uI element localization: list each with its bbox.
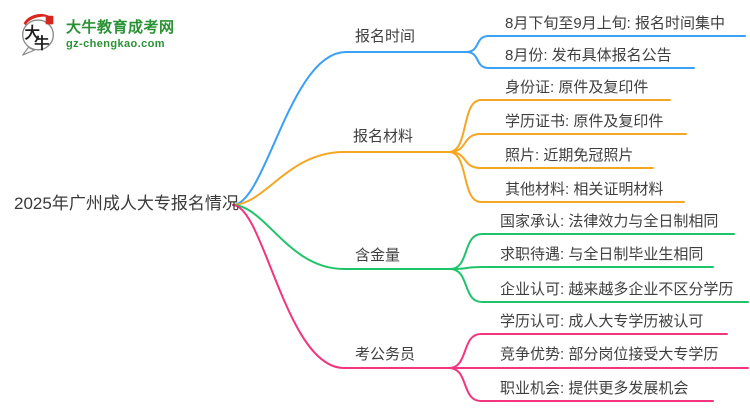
branch-2-leaf-1-line [449,266,714,270]
leaf-label-0-1: 8月份: 发布具体报名公告 [505,47,672,64]
leaf-label-3-0: 学历认可: 成人大专学历被认可 [500,313,704,330]
logo-char-top: 大 [25,24,41,42]
leaf-label-1-0: 身份证: 原件及复印件 [505,79,649,96]
branch-3-leaf-0-line [448,333,728,369]
branch-0-leaf-0-line [465,35,746,53]
branch-1-leaf-0-line [448,99,671,153]
branch-2-leaf-2-line [449,268,749,303]
logo-red-arc [23,14,52,26]
branch-2-trunk-line [232,204,451,270]
logo-char-bottom: 牛 [34,34,49,52]
branch-label-3: 考公务员 [355,346,416,363]
leaf-label-2-0: 国家承认: 法律效力与全日制相同 [500,213,719,230]
leaf-label-1-2: 照片: 近期免冠照片 [505,147,634,164]
branch-label-1: 报名材料 [353,128,414,145]
daniu-bubble-icon: 大 牛 [21,14,55,56]
branch-label-0: 报名时间 [355,28,416,45]
leaf-label-0-0: 8月下旬至9月上旬: 报名时间集中 [505,15,726,32]
site-logo: 大 牛 大牛教育成考网 gz-chengkao.com [16,10,175,56]
branch-1-leaf-3-line [448,151,685,203]
branch-1-trunk-line [232,151,450,206]
logo-red-seal [45,15,54,25]
leaf-label-1-1: 学历证书: 原件及复印件 [505,113,664,130]
leaf-label-2-1: 求职待遇: 与全日制毕业生相同 [500,246,704,263]
branch-3-leaf-2-line [448,367,714,402]
branch-label-2: 含金量 [355,247,401,264]
leaf-label-3-2: 职业机会: 提供更多发展机会 [500,380,689,397]
logo-domain: gz-chengkao.com [66,38,165,50]
leaf-label-1-3: 其他材料: 相关证明材料 [505,181,664,198]
branch-2-leaf-0-line [449,233,735,270]
branch-1-leaf-1-line [448,133,687,153]
logo-title: 大牛教育成考网 [66,19,175,36]
root-topic: 2025年广州成人大专报名情况 [14,194,239,213]
leaf-label-2-2: 企业认可: 越来越多企业不区分学历 [500,281,734,298]
branch-0-trunk-line [232,51,467,206]
leaf-label-3-1: 竞争优势: 部分岗位接受大专学历 [500,346,719,363]
branch-3-trunk-line [232,204,450,369]
branch-0-leaf-1-line [465,51,695,69]
